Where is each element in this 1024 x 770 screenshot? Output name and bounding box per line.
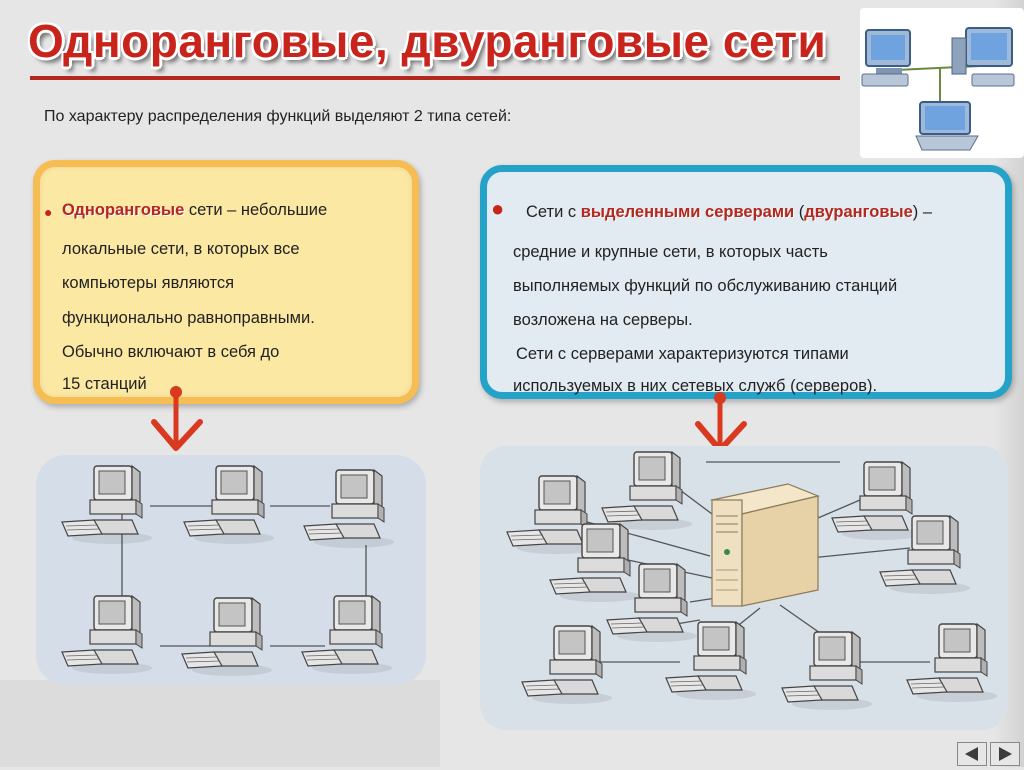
peer-term: Одноранговые [62, 201, 185, 219]
next-slide-button[interactable] [990, 742, 1020, 766]
server-line-3: выполняемых функций по обслуживанию стан… [513, 277, 898, 295]
network-logo-icon [860, 8, 1024, 158]
slide-title: Одноранговые, двуранговые сети [28, 15, 827, 67]
peer-workstations [61, 465, 395, 677]
server-term-two-rank: двуранговые [804, 203, 913, 221]
server-line-2: средние и крупные сети, в которых часть [513, 243, 828, 261]
intro-text: По характеру распределения функций выдел… [44, 108, 512, 125]
peer-line-3: компьютеры являются [62, 274, 235, 292]
down-arrow-icon [151, 386, 203, 451]
server-line-4: возложена на серверы. [513, 311, 693, 329]
peer-line-6: 15 станций [62, 375, 147, 393]
server-line-5: Сети с серверами характеризуются типами [516, 345, 849, 363]
peer-line-2: локальные сети, в которых все [62, 240, 300, 258]
server-tower-icon [710, 483, 820, 607]
server-term-dedicated: выделенными серверами [580, 203, 795, 221]
title-underline [30, 76, 840, 80]
peer-line-4: функционально равноправными. [62, 309, 315, 327]
bullet-dot-icon: ● [491, 196, 505, 221]
peer-line-1: Одноранговые сети – небольшие [62, 201, 328, 219]
triangle-right-icon [999, 747, 1012, 761]
peer-links [121, 502, 367, 647]
peer-line-5: Обычно включают в себя до [62, 343, 280, 361]
client-server-box [480, 165, 1012, 399]
prev-slide-button[interactable] [957, 742, 987, 766]
server-line-1: Сети с выделенными серверами (двуранговы… [526, 203, 933, 221]
triangle-left-icon [965, 747, 978, 761]
bullet-dot-icon: ● [44, 204, 53, 220]
slide-bottom-band [0, 680, 440, 767]
peer-to-peer-box [33, 160, 419, 404]
server-line-6: используемых в них сетевых служб (сервер… [513, 377, 878, 395]
